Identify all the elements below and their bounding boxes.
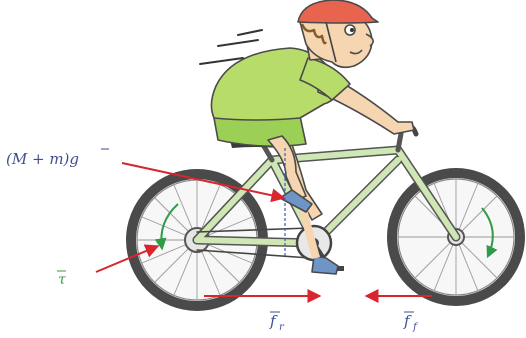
rear-friction-symbol: f xyxy=(269,312,278,330)
front-friction-subscript: f xyxy=(412,322,419,333)
front-friction-symbol: f xyxy=(403,312,412,330)
rear-friction-label: f r xyxy=(269,312,285,333)
rear-friction-subscript: r xyxy=(279,322,285,333)
torque-label: τ xyxy=(58,272,66,288)
weight-label: (M + m)g xyxy=(6,150,79,168)
front-friction-label: f f xyxy=(403,312,419,333)
